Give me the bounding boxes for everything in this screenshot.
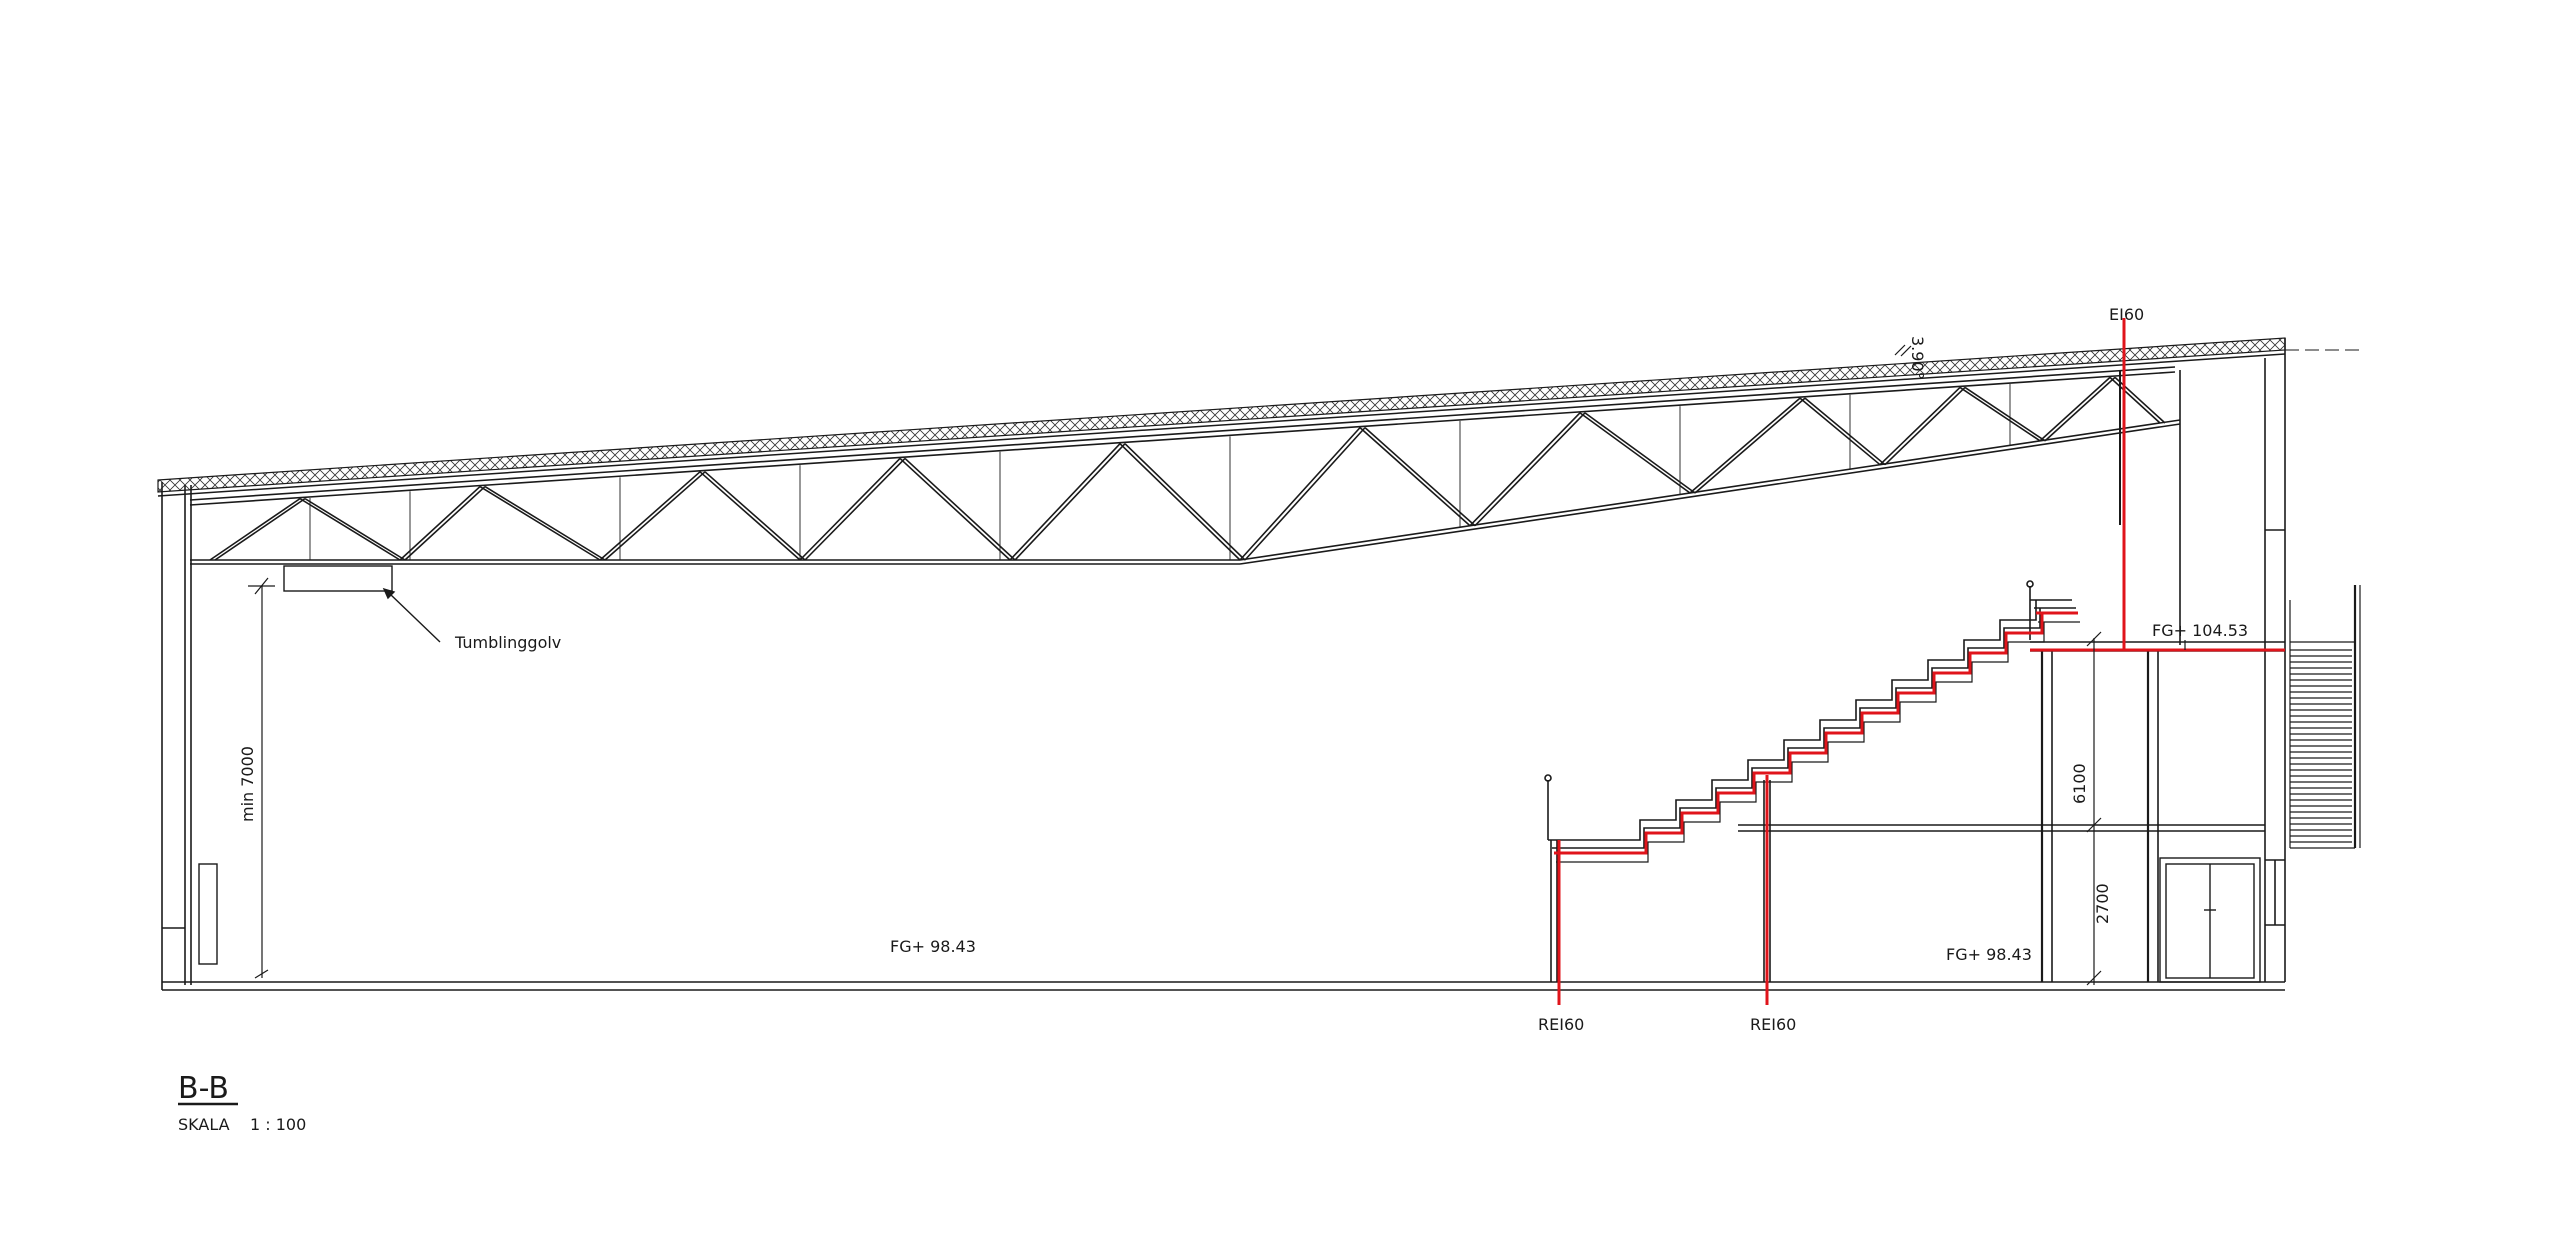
label-upper-level: FG+ 104.53 <box>2152 621 2248 640</box>
truss-diagonal <box>804 457 906 561</box>
truss-diagonal <box>1239 427 1361 561</box>
truss-diagonal <box>1694 397 1806 494</box>
truss-diagonal <box>699 471 801 561</box>
label-floor-right: FG+ 98.43 <box>1946 945 2032 964</box>
truss-diagonal <box>1244 427 1366 561</box>
roof-pitch-mark <box>1894 344 1912 357</box>
roof-truss <box>189 366 2181 565</box>
truss-diagonal <box>1119 443 1241 561</box>
building-outline <box>161 338 2286 991</box>
side-dimensions <box>2086 631 2186 986</box>
truss-diagonal <box>399 485 481 561</box>
truss-diagonal <box>904 457 1016 561</box>
truss-diagonal <box>2109 376 2161 424</box>
door <box>2159 857 2261 983</box>
truss-diagonal <box>484 485 606 561</box>
label-floor-main: FG+ 98.43 <box>890 937 976 956</box>
truss-diagonal <box>1804 397 1886 466</box>
truss-diagonal <box>604 471 706 561</box>
scale-label: SKALA <box>178 1115 230 1134</box>
label-tumbling-floor: Tumblinggolv <box>454 633 561 652</box>
truss-diagonal <box>1014 443 1126 561</box>
truss-diagonal <box>299 497 401 561</box>
truss-diagonal <box>704 471 806 561</box>
label-fire-top: EI60 <box>2109 305 2144 324</box>
wall-panel <box>198 863 218 965</box>
label-height-min: min 7000 <box>238 746 257 822</box>
truss-diagonal <box>1799 397 1881 466</box>
scale-value: 1 : 100 <box>250 1115 306 1134</box>
truss-diagonal <box>1469 412 1581 527</box>
truss-diagonal <box>2044 376 2116 442</box>
label-roof-pitch: 3.90° <box>1908 336 1927 380</box>
truss-diagonal <box>1879 386 1961 466</box>
label-dim-2700: 2700 <box>2093 883 2112 924</box>
external-stair <box>2289 585 2361 849</box>
section-title: B-B <box>178 1071 229 1106</box>
label-dim-6100: 6100 <box>2070 763 2089 804</box>
truss-diagonal <box>1689 397 1801 494</box>
height-dimension <box>248 577 275 979</box>
roof <box>157 337 2365 497</box>
upper-level <box>1544 580 2285 982</box>
tumbling-floor-symbol <box>283 565 441 643</box>
label-fire-bottom-1: REI60 <box>1538 1015 1584 1034</box>
truss-diagonal <box>1474 412 1586 527</box>
truss-diagonal <box>1959 386 2041 442</box>
truss-diagonal <box>899 457 1011 561</box>
truss-diagonal <box>1579 412 1691 494</box>
truss-diagonal <box>1964 386 2046 442</box>
truss-diagonal <box>1124 443 1246 561</box>
truss-diagonal <box>304 497 406 561</box>
truss-diagonal <box>799 457 901 561</box>
truss-diagonal <box>479 485 601 561</box>
truss-diagonal <box>2039 376 2111 442</box>
fire-rating-lines <box>1554 318 2285 1005</box>
truss-diagonal <box>599 471 701 561</box>
truss-diagonal <box>1009 443 1121 561</box>
truss-diagonal <box>1364 427 1476 527</box>
truss-diagonal <box>1359 427 1471 527</box>
truss-diagonal <box>1884 386 1966 466</box>
truss-diagonal <box>214 497 306 561</box>
truss-diagonal <box>209 497 301 561</box>
truss-diagonal <box>1584 412 1696 494</box>
bleacher <box>1548 599 2080 982</box>
truss-diagonal <box>404 485 486 561</box>
label-fire-bottom-2: REI60 <box>1750 1015 1796 1034</box>
